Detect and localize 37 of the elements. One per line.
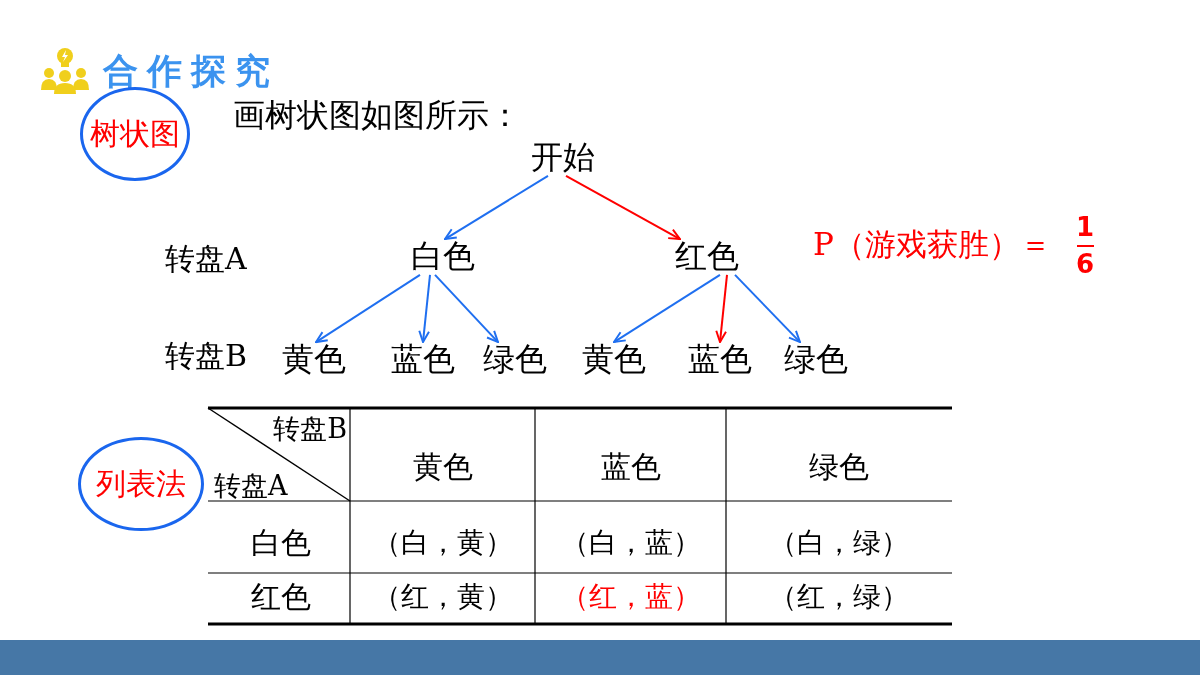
tree-label: 绿色 — [784, 342, 848, 378]
table-entry: （白，蓝） — [561, 527, 701, 559]
fraction-denominator: 6 — [1075, 250, 1095, 280]
instruction-text: 画树状图如图所示： — [233, 98, 521, 134]
table-entry: （红，黄） — [373, 581, 513, 613]
arrow — [444, 174, 549, 241]
tree-label: 白色 — [411, 239, 475, 275]
tree-label: 蓝色 — [391, 342, 455, 378]
arrow — [734, 273, 801, 344]
table-corner-label: 转盘B — [273, 413, 347, 445]
arrow — [613, 273, 721, 344]
probability-text: P（游戏获胜）＝ — [813, 226, 1051, 262]
tree-label: 黄色 — [282, 342, 346, 378]
table-entry: （红，绿） — [769, 581, 909, 613]
row-header: 红色 — [251, 580, 311, 614]
arrow — [434, 273, 499, 344]
table-entry: （红，蓝） — [561, 581, 701, 613]
row-header: 白色 — [251, 526, 311, 560]
arrow — [565, 174, 681, 241]
column-header: 黄色 — [413, 450, 473, 484]
tree-label: 绿色 — [483, 342, 547, 378]
level-label: 转盘A — [165, 242, 247, 276]
tree-label: 红色 — [675, 239, 739, 275]
tree-label: 黄色 — [582, 342, 646, 378]
arrow — [715, 273, 728, 344]
table-entry: （白，黄） — [373, 527, 513, 559]
tree-label: 开始 — [531, 140, 595, 176]
table-corner-label: 转盘A — [214, 470, 288, 502]
circled-label: 列表法 — [78, 437, 204, 531]
tree-label: 蓝色 — [688, 342, 752, 378]
level-label: 转盘B — [165, 339, 248, 373]
table-entry: （白，绿） — [769, 527, 909, 559]
column-header: 蓝色 — [601, 450, 661, 484]
arrow — [418, 273, 431, 344]
fraction-numerator: 1 — [1075, 213, 1095, 243]
column-header: 绿色 — [809, 450, 869, 484]
arrow — [315, 273, 421, 344]
